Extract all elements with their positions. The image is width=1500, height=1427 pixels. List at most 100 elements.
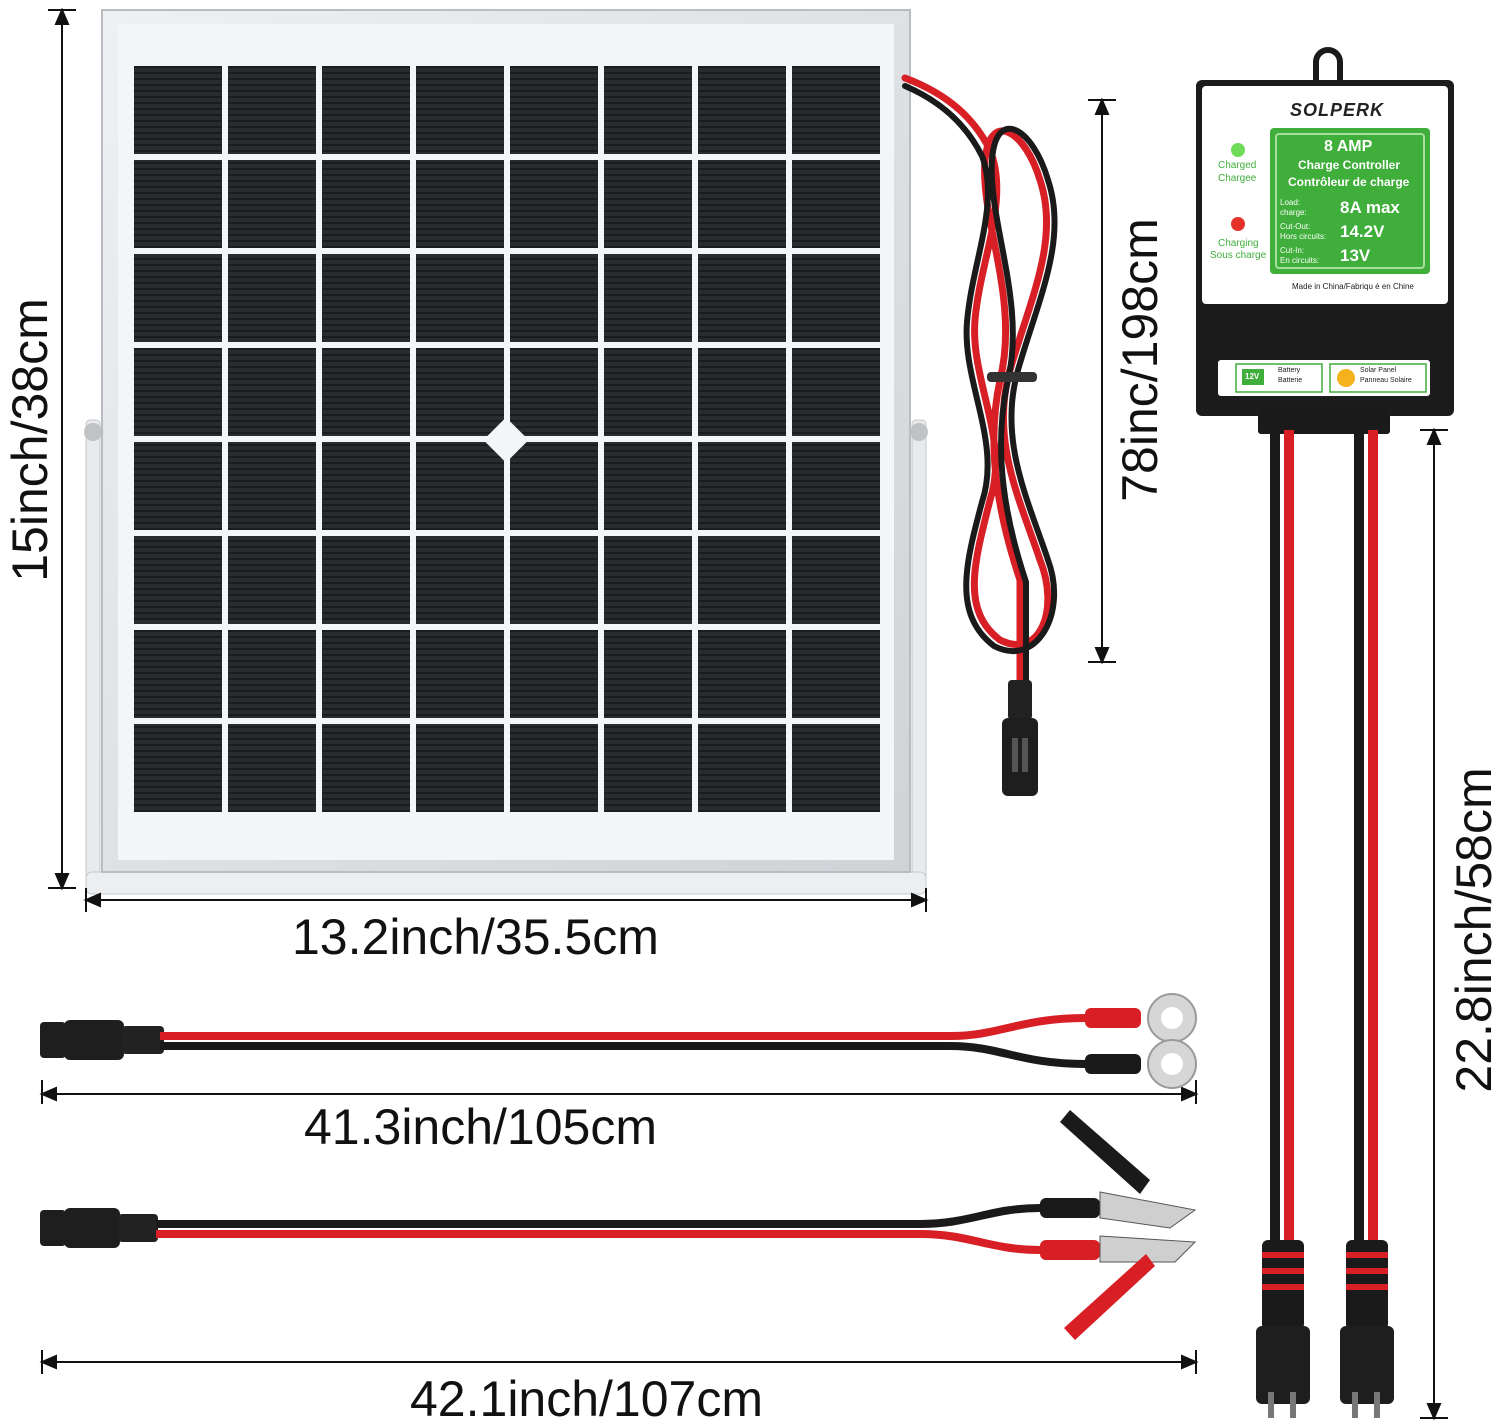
solar-cell [416,442,504,530]
solar-cell [792,160,880,248]
led-charged-label-1: Charged [1218,160,1257,171]
ring-terminal-cable [40,993,1197,1089]
solar-panel [101,9,911,873]
solar-cell [510,536,598,624]
solar-cell [604,66,692,154]
made-in-label: Made in China/Fabriqu é en Chine [1292,282,1414,291]
solar-cell [228,442,316,530]
spec-cutout-value: 14.2V [1340,222,1385,241]
solar-cell [792,442,880,530]
led-charging-label-2: Sous charge [1210,250,1267,261]
solar-cell [604,254,692,342]
solar-cell [604,442,692,530]
solar-cell [698,348,786,436]
solar-cell [134,724,222,812]
solar-cell [416,160,504,248]
solar-cell [698,66,786,154]
solar-cell [322,536,410,624]
solar-cell [698,254,786,342]
dim-panel-height: 15inch/38cm [2,298,58,582]
spec-cutout-label-2: Hors circuits: [1280,232,1327,241]
solar-cell [322,254,410,342]
solar-cell [228,160,316,248]
dim-panel-cable: 78inc/198cm [1112,218,1168,502]
port-battery-label-2: Batterie [1278,377,1303,384]
spec-cutin-value: 13V [1340,246,1371,265]
port-battery-icon: 12V [1245,372,1260,381]
dim-panel-width: 13.2inch/35.5cm [292,909,659,965]
solar-cell [228,630,316,718]
solar-cell [322,160,410,248]
solar-cell [228,66,316,154]
solar-cell [134,254,222,342]
solar-cell [416,724,504,812]
alligator-clip-cable [40,1110,1197,1340]
panel-stand [84,419,928,895]
controller-rating: 8 AMP [1324,138,1373,155]
solar-cell [604,724,692,812]
controller-plug-left [1256,1240,1310,1418]
solar-cells [134,66,880,812]
controller-plug-right [1340,1240,1394,1418]
solar-cell [134,348,222,436]
solar-cell [792,348,880,436]
charge-controller [1196,47,1454,1418]
spec-cutout-label-1: Cut-Out: [1280,222,1311,231]
spec-cutin-label-1: Cut-In: [1280,246,1305,255]
spec-load-value: 8A max [1340,198,1400,217]
port-solar-label-1: Solar Panel [1360,367,1397,374]
solar-cell [604,630,692,718]
spec-load-label-2: charge: [1280,208,1307,217]
solar-cell [510,254,598,342]
solar-cell [134,630,222,718]
solar-cell [134,66,222,154]
solar-cell [322,348,410,436]
solar-cell [510,442,598,530]
solar-cell [134,536,222,624]
solar-cell [604,160,692,248]
solar-cell [322,442,410,530]
dim-ring-cable: 41.3inch/105cm [304,1099,658,1155]
port-battery-label-1: Battery [1278,367,1301,374]
solar-cell [510,348,598,436]
solar-cell [510,724,598,812]
solar-cell [322,630,410,718]
controller-subtitle-fr: Contrôleur de charge [1288,175,1410,189]
dim-controller-cable: 22.8inch/58cm [1446,767,1500,1093]
solar-cell [416,348,504,436]
solar-cell [698,536,786,624]
solar-cell [416,536,504,624]
solar-cell [510,160,598,248]
led-charging-label-1: Charging [1218,238,1259,249]
spec-cutin-label-2: En circuits: [1280,256,1320,265]
solar-cell [416,66,504,154]
dimension-lines [39,7,1448,1421]
solar-cell [228,254,316,342]
solar-cell [604,536,692,624]
solar-cell [134,160,222,248]
panel-cable [901,74,1058,796]
solar-cell [698,724,786,812]
solar-cell [698,160,786,248]
solar-cell [228,348,316,436]
solar-cell [698,630,786,718]
solar-cell [510,66,598,154]
solar-cell [510,630,598,718]
solar-cell [698,442,786,530]
solar-cell [416,254,504,342]
solar-cell [228,536,316,624]
spec-load-label-1: Load: [1280,198,1301,207]
solar-cell [322,724,410,812]
port-solar-label-2: Panneau Solaire [1360,377,1412,384]
solar-cell [792,536,880,624]
dim-clip-cable: 42.1inch/107cm [410,1371,764,1427]
solar-cell [134,442,222,530]
controller-subtitle-en: Charge Controller [1298,158,1401,172]
solar-cell [416,630,504,718]
led-charged-label-2: Chargee [1218,173,1257,184]
solar-cell [228,724,316,812]
solar-cell [792,630,880,718]
solar-cell [322,66,410,154]
solar-cell [792,66,880,154]
